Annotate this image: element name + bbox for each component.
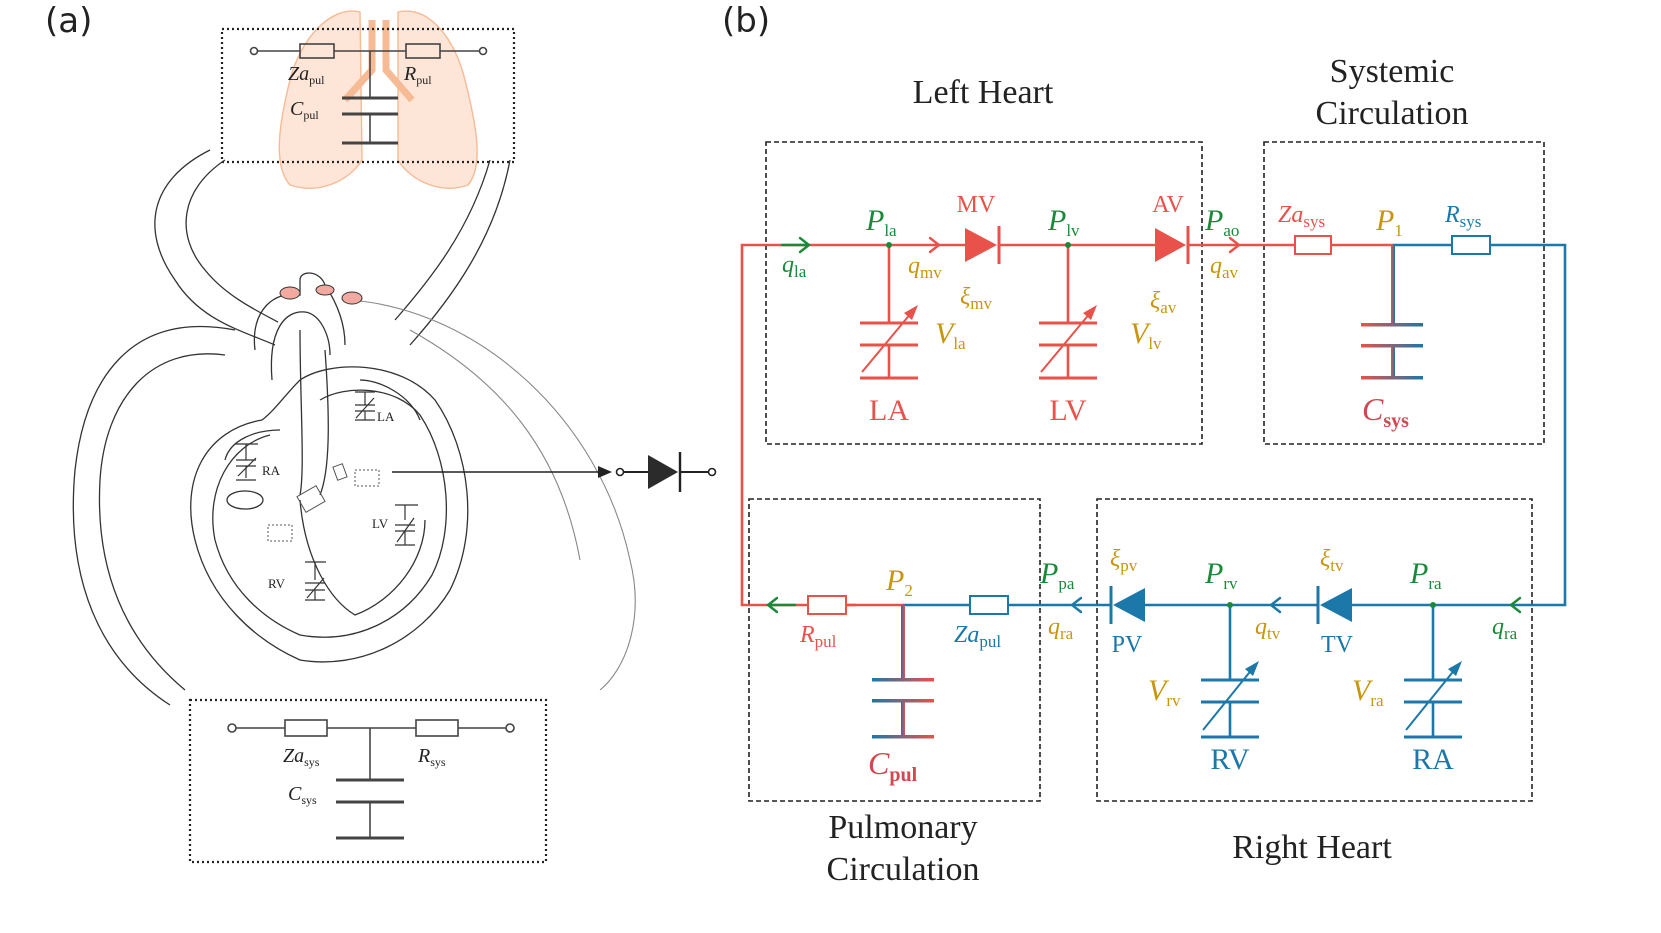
pul-inset-za-label: Zapul <box>288 63 325 87</box>
tv-valve-label: TV <box>1321 632 1354 658</box>
ra-variable-capacitor <box>1404 661 1462 739</box>
pul-inset-c-label: Cpul <box>290 98 319 122</box>
pulmonary-title-line2: Circulation <box>827 851 980 888</box>
ra-chamber-label: RA <box>1412 743 1454 776</box>
v-ra-label: Vra <box>1352 674 1384 710</box>
panel-a-label: (a) <box>45 1 92 41</box>
qra-in-arrow-icon <box>1509 596 1522 614</box>
xi-pv-label: ξpv <box>1110 546 1138 575</box>
systemic-box <box>1263 141 1545 445</box>
node-prv <box>1227 602 1233 608</box>
heart-la-label: LA <box>377 409 395 424</box>
heart-ra-label: RA <box>262 463 281 478</box>
sys-inset-za-resistor <box>284 719 328 737</box>
p-rv-label: Prv <box>1204 557 1238 593</box>
r-pul-resistor <box>807 595 847 615</box>
left-heart-wires <box>740 243 1393 607</box>
za-pul-resistor <box>969 595 1009 615</box>
za-pul-label: Zapul <box>954 622 1001 651</box>
qra-pul-arrow-icon <box>1070 596 1083 614</box>
right-heart-title: Right Heart <box>1232 829 1392 866</box>
heart-rv-label: RV <box>268 576 286 591</box>
pul-inset-r-label: Rpul <box>403 63 432 87</box>
mv-diode-icon <box>965 226 1001 264</box>
systemic-inset: Zasys Rsys Csys <box>188 698 548 864</box>
p-la-label: Pla <box>865 204 897 240</box>
pv-valve-label: PV <box>1112 632 1143 658</box>
p-2-label: P2 <box>885 564 913 600</box>
left-heart-title: Left Heart <box>913 74 1054 111</box>
qav-arrow-icon <box>1228 236 1241 254</box>
sys-inset-za-label: Zasys <box>283 745 320 769</box>
p-pa-label: Ppa <box>1039 557 1075 593</box>
p-lv-label: Plv <box>1047 204 1080 240</box>
node-pla <box>886 242 892 248</box>
qtv-arrow-icon <box>1269 596 1282 614</box>
r-sys-label: Rsys <box>1444 202 1481 231</box>
pulmonary-inset-box <box>220 27 516 164</box>
heart-illustration: LA RA LV RV <box>72 149 636 706</box>
lv-variable-capacitor <box>1039 305 1097 380</box>
la-chamber-label: LA <box>869 394 909 427</box>
q-ra-in-label: qra <box>1492 614 1518 643</box>
r-pul-label: Rpul <box>799 622 837 651</box>
sys-inset-r-label: Rsys <box>417 745 446 769</box>
pul-inset-capacitor <box>342 96 398 145</box>
pulmonary-title-line1: Pulmonary <box>828 809 977 846</box>
p-ra-label: Pra <box>1409 557 1442 593</box>
c-pul-capacitor <box>872 605 934 739</box>
q-av-label: qav <box>1210 253 1239 282</box>
v-la-label: Vla <box>935 317 966 353</box>
systemic-inset-box <box>188 698 548 864</box>
av-valve-label: AV <box>1152 192 1184 218</box>
right-heart-wires <box>903 243 1567 737</box>
systemic-title-line1: Systemic <box>1330 53 1455 90</box>
xi-av-label: ξav <box>1150 288 1177 317</box>
za-sys-label: Zasys <box>1278 202 1325 231</box>
v-rv-label: Vrv <box>1148 674 1181 710</box>
systemic-title-line2: Circulation <box>1316 95 1469 132</box>
r-sys-resistor <box>1451 235 1491 255</box>
valve-diode-icon <box>648 455 678 489</box>
qpul-out-arrow-icon <box>766 596 797 614</box>
za-sys-resistor <box>1294 235 1332 255</box>
qmv-arrow-icon <box>928 236 941 254</box>
sys-inset-c-label: Csys <box>288 783 317 807</box>
node-pra <box>1430 602 1436 608</box>
v-lv-label: Vlv <box>1130 317 1162 353</box>
c-sys-label: Csys <box>1362 391 1409 432</box>
rv-variable-capacitor <box>1201 661 1259 739</box>
xi-tv-label: ξtv <box>1320 546 1344 575</box>
left-heart-box <box>765 141 1203 445</box>
node-plv <box>1065 242 1071 248</box>
q-ra-pul-label: qra <box>1048 614 1074 643</box>
heart-lv-label: LV <box>372 516 389 531</box>
q-tv-label: qtv <box>1255 614 1281 643</box>
c-sys-capacitor <box>1361 245 1423 380</box>
panel-b-label: (b) <box>722 1 770 41</box>
pulmonary-box <box>748 498 1041 802</box>
right-heart-box <box>1096 498 1533 802</box>
valve-callout <box>392 452 717 492</box>
sys-inset-capacitor <box>336 778 404 840</box>
sys-inset-r-resistor <box>415 719 459 737</box>
p-1-label: P1 <box>1375 204 1403 240</box>
av-diode-icon <box>1155 226 1190 264</box>
xi-mv-label: ξmv <box>960 284 993 313</box>
qla-arrow-icon <box>780 236 811 254</box>
c-pul-label: Cpul <box>868 745 918 786</box>
rv-chamber-label: RV <box>1210 743 1250 776</box>
tv-diode-icon <box>1316 586 1352 624</box>
mv-valve-label: MV <box>957 192 996 218</box>
q-mv-label: qmv <box>908 253 942 282</box>
la-variable-capacitor <box>860 305 918 380</box>
node-dots <box>886 242 1436 608</box>
pv-diode-icon <box>1109 586 1145 624</box>
q-la-label: qla <box>782 252 807 281</box>
p-ao-label: Pao <box>1204 204 1239 240</box>
pulmonary-inset: Zapul Rpul Cpul <box>220 27 516 164</box>
lv-chamber-label: LV <box>1049 394 1087 427</box>
